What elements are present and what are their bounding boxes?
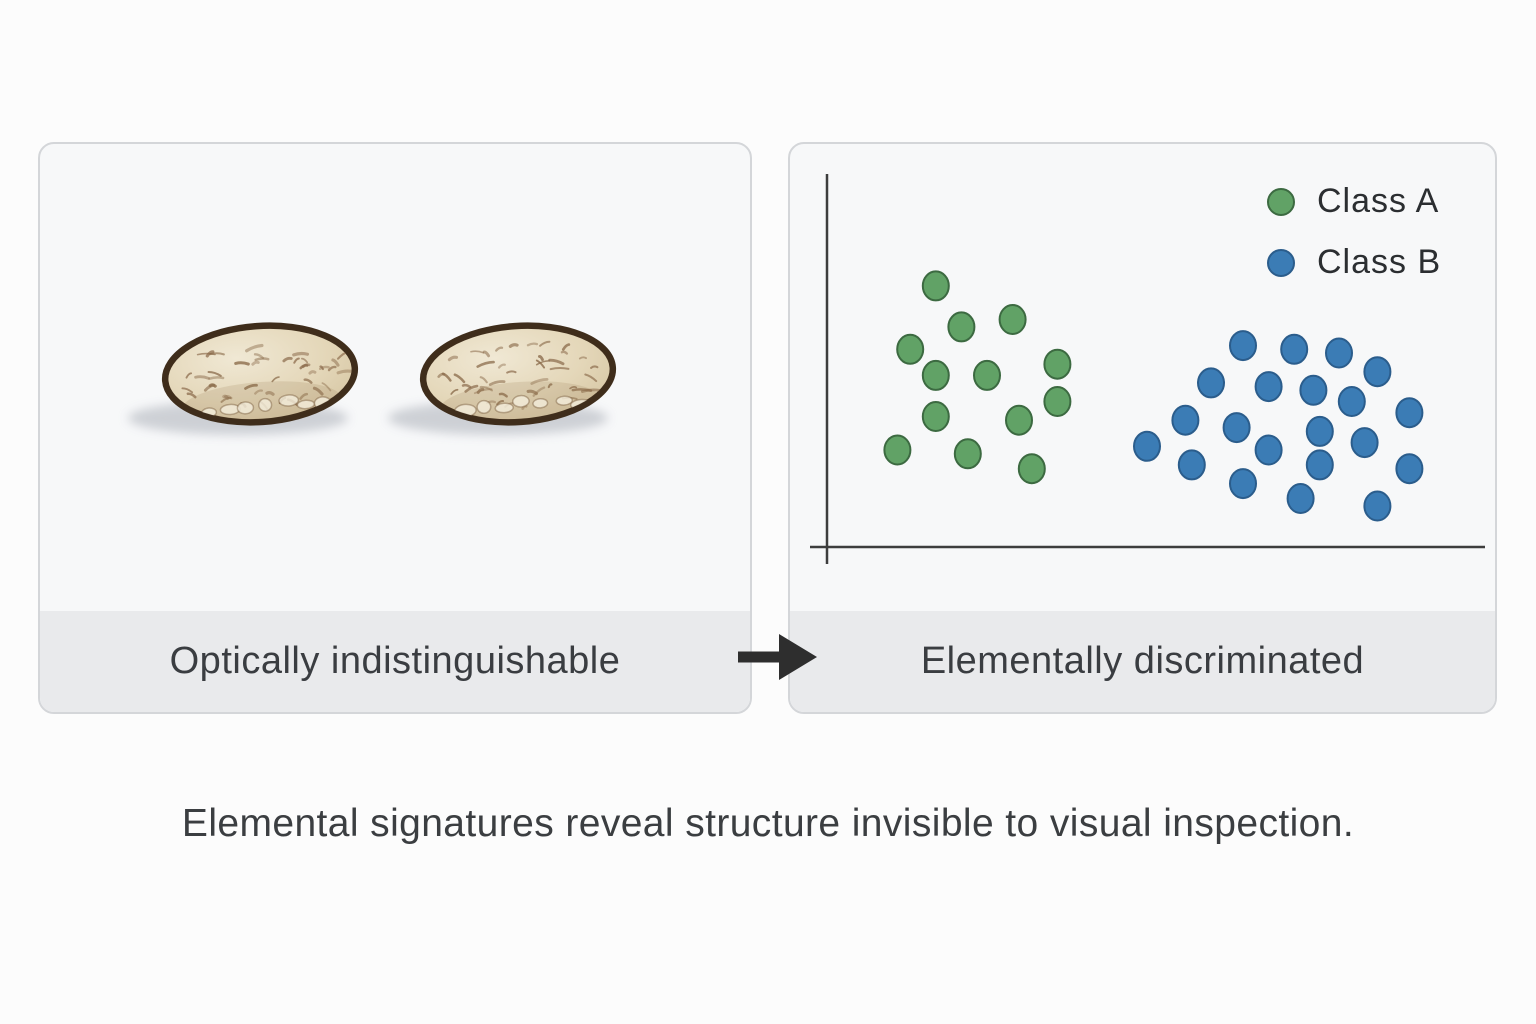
scatter-point-class-a bbox=[953, 438, 982, 470]
scatter-point-class-b bbox=[1325, 337, 1353, 369]
seeds-illustration bbox=[128, 322, 617, 435]
scatter-point-class-b bbox=[1171, 404, 1200, 436]
scatter-point-class-b bbox=[1395, 397, 1424, 429]
scatter-point-class-a bbox=[973, 359, 1001, 391]
legend-label-class-a: Class A bbox=[1317, 182, 1440, 220]
scatter-point-class-a bbox=[883, 434, 912, 466]
scatter-point-class-b bbox=[1133, 430, 1161, 462]
scatter-point-class-b bbox=[1280, 333, 1309, 365]
right-caption-band: Elementally discriminated bbox=[790, 611, 1495, 712]
scatter-point-class-b bbox=[1305, 415, 1334, 447]
scatter-point-class-b bbox=[1197, 367, 1225, 399]
scatter-point-class-b bbox=[1229, 330, 1257, 362]
left-caption-band: Optically indistinguishable bbox=[40, 611, 750, 712]
scatter-point-class-b bbox=[1286, 483, 1315, 514]
scatter-point-class-a bbox=[896, 333, 925, 365]
scatter-point-class-b bbox=[1299, 374, 1328, 406]
scatter-point-class-a bbox=[921, 270, 950, 302]
scatter-point-class-a bbox=[921, 359, 950, 391]
scatter-point-class-b bbox=[1363, 356, 1392, 388]
scatter-point-class-a bbox=[1043, 348, 1072, 380]
scatter-point-class-b bbox=[1337, 386, 1366, 417]
legend-item-class-b: Class B bbox=[1267, 242, 1441, 283]
scatter-point-class-a bbox=[1017, 453, 1046, 485]
scatter-point-class-b bbox=[1363, 490, 1392, 522]
scatter-point-class-a bbox=[998, 304, 1027, 335]
seed-illustration bbox=[161, 322, 359, 426]
scatter-point-class-b bbox=[1229, 468, 1257, 500]
scatter-point-class-a bbox=[921, 401, 950, 432]
legend-item-class-a: Class A bbox=[1267, 181, 1441, 222]
scatter-point-class-a bbox=[1043, 386, 1072, 417]
right-caption: Elementally discriminated bbox=[920, 640, 1365, 682]
seed-illustration bbox=[419, 322, 617, 426]
scatter-point-class-b bbox=[1305, 449, 1334, 481]
class-b-dot-icon bbox=[1267, 248, 1295, 277]
scatter-point-class-b bbox=[1254, 434, 1283, 466]
scatter-point-class-a bbox=[947, 311, 976, 343]
scatter-point-class-b bbox=[1177, 449, 1206, 481]
scatter-point-class-b bbox=[1222, 412, 1251, 444]
scatter-point-class-b bbox=[1350, 427, 1379, 459]
class-a-dot-icon bbox=[1267, 187, 1295, 216]
left-panel-card: Optically indistinguishable bbox=[38, 142, 752, 714]
arrow-right-icon bbox=[738, 633, 818, 681]
legend-label-class-b: Class B bbox=[1317, 243, 1442, 281]
scatter-plot bbox=[810, 174, 1485, 564]
bottom-caption: Elemental signatures reveal structure in… bbox=[181, 802, 1355, 845]
legend: Class A Class B bbox=[1267, 181, 1441, 283]
right-panel-card: Class A Class B Elementally discriminate… bbox=[788, 142, 1497, 714]
left-caption: Optically indistinguishable bbox=[169, 640, 621, 682]
scatter-point-class-b bbox=[1395, 453, 1424, 485]
scatter-point-class-b bbox=[1254, 371, 1283, 403]
scatter-point-class-a bbox=[1005, 404, 1033, 436]
